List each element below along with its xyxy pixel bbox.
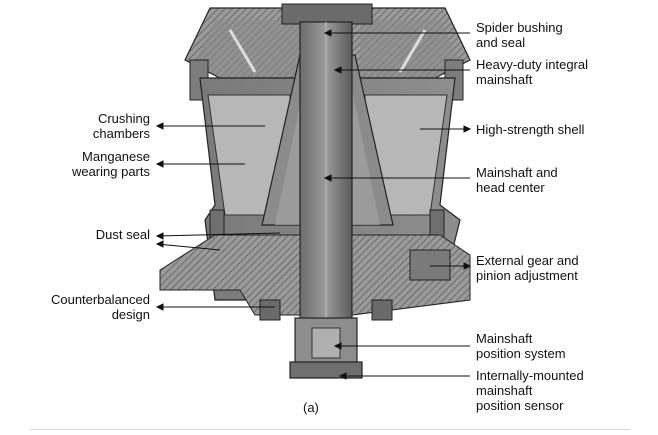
label-spider-bushing-and-seal: Spider bushing and seal (476, 20, 563, 50)
label-mainshaft-position-system: Mainshaft position system (476, 331, 566, 361)
label-heavy-duty-integral-mainshaft: Heavy-duty integral mainshaft (476, 57, 588, 87)
label-mainshaft-and-head-center: Mainshaft and head center (476, 165, 558, 195)
label-manganese-wearing-parts: Manganese wearing parts (71, 149, 150, 179)
label-dust-seal: Dust seal (95, 227, 150, 242)
figure-caption: (a) (303, 400, 319, 415)
position-system (289, 317, 363, 379)
lower-housing (159, 234, 471, 321)
label-crushing-chambers: Crushing chambers (92, 111, 150, 141)
label-external-gear-and-pinion-adjustment: External gear and pinion adjustment (476, 253, 579, 283)
leader-lines (155, 29, 472, 380)
label-internally-mounted-mainshaft-position-sensor: Internally-mounted mainshaft position se… (476, 368, 584, 413)
label-counterbalanced-design: Counterbalanced design (50, 292, 150, 322)
bottom-divider (30, 429, 630, 430)
label-high-strength-shell: High-strength shell (476, 122, 585, 137)
